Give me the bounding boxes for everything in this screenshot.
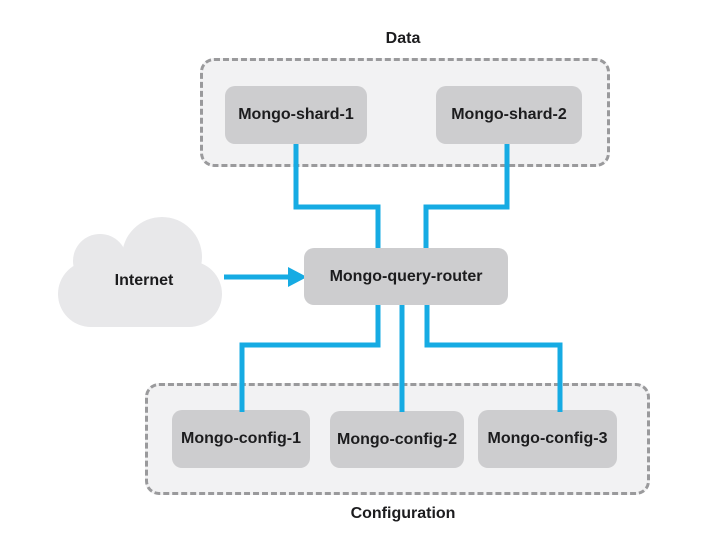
node-mongo-config-2: Mongo-config-2	[330, 411, 464, 468]
node-label: Mongo-query-router	[329, 267, 483, 285]
node-label: Mongo-config-3	[487, 430, 608, 447]
node-label: Mongo-shard-2	[451, 106, 567, 123]
node-mongo-config-1: Mongo-config-1	[172, 410, 310, 468]
group-label-configuration: Configuration	[350, 505, 456, 522]
node-mongo-shard-1: Mongo-shard-1	[225, 86, 367, 144]
cloud-icon	[58, 217, 222, 327]
node-label: Mongo-shard-1	[238, 106, 354, 123]
node-mongo-query-router: Mongo-query-router	[304, 248, 508, 305]
node-label: Mongo-config-2	[337, 430, 457, 448]
node-mongo-shard-2: Mongo-shard-2	[436, 86, 582, 144]
cloud-label: Internet	[114, 272, 174, 289]
group-label-data: Data	[385, 30, 421, 47]
node-label: Mongo-config-1	[181, 430, 301, 447]
group-data: Mongo-shard-1 Mongo-shard-2	[200, 58, 610, 167]
group-configuration: Mongo-config-1 Mongo-config-2 Mongo-conf…	[145, 383, 650, 495]
internet-cloud: Internet	[56, 215, 224, 329]
node-mongo-config-3: Mongo-config-3	[478, 410, 617, 468]
